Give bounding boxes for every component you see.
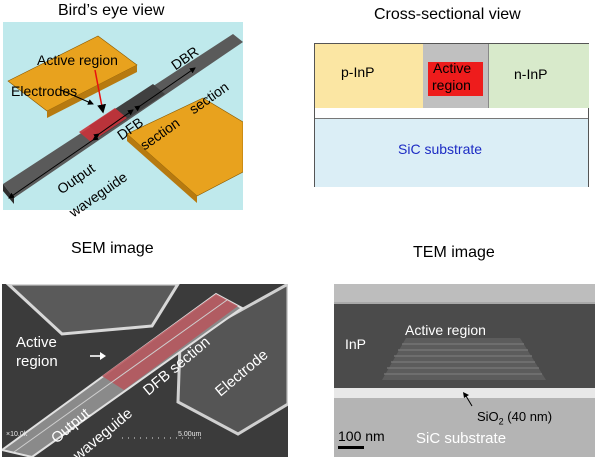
birds-eye-arrows — [8, 67, 196, 199]
cross-section-diagram — [314, 43, 589, 187]
label-region: region — [432, 77, 471, 93]
sem-label-region: region — [16, 353, 58, 370]
tem-label-sio2: SiO2 (40 nm) — [477, 409, 552, 427]
tem-label-substrate: SiC substrate — [416, 430, 507, 447]
sem-upper-pad — [5, 284, 180, 336]
electrodes-pointer — [60, 89, 94, 105]
right-electrode-side — [127, 134, 197, 203]
tem-label-inp: InP — [345, 336, 367, 352]
n-inp-layer — [488, 44, 589, 108]
sem-electrode-pad — [176, 284, 288, 436]
tem-label-sio2-main: SiO — [477, 409, 499, 424]
p-inp-layer — [315, 44, 424, 108]
sem-title: SEM image — [71, 240, 154, 257]
tem-scale-bar — [338, 446, 364, 449]
left-electrode-side — [47, 65, 137, 118]
tem-substrate — [334, 398, 595, 457]
output-waveguide-arrow — [8, 134, 99, 199]
active-region-pointer — [94, 69, 107, 114]
tem-label-sio2-tail: (40 nm) — [503, 409, 553, 424]
tem-label-sio2-sub: 2 — [498, 416, 504, 427]
label-active-region: Active region — [37, 52, 118, 68]
substrate-layer — [315, 118, 588, 187]
tem-active-region — [382, 338, 546, 380]
tem-label-active-region: Active region — [405, 322, 486, 338]
dbr-arrow — [134, 67, 196, 112]
sem-dfb-section — [102, 294, 238, 390]
sem-label-scale: 5.00um — [178, 431, 202, 438]
label-electrodes: Electrodes — [11, 83, 78, 99]
dfb-arrow — [93, 109, 134, 140]
sem-image — [2, 284, 288, 457]
active-region-block — [428, 62, 483, 96]
sem-label-mag: ×10.0k — [6, 431, 28, 438]
tem-label-scale: 100 nm — [338, 428, 385, 444]
sem-label-active: Active — [16, 334, 57, 351]
label-active: Active — [433, 60, 472, 76]
cross-section-title: Cross-sectional view — [374, 6, 521, 23]
label-p-inp: p-InP — [341, 64, 375, 80]
tem-title: TEM image — [413, 244, 495, 261]
tem-image — [334, 284, 595, 457]
birds-eye-title: Bird’s eye view — [58, 2, 165, 19]
label-n-inp: n-InP — [514, 66, 548, 82]
label-sic-substrate: SiC substrate — [398, 141, 483, 157]
